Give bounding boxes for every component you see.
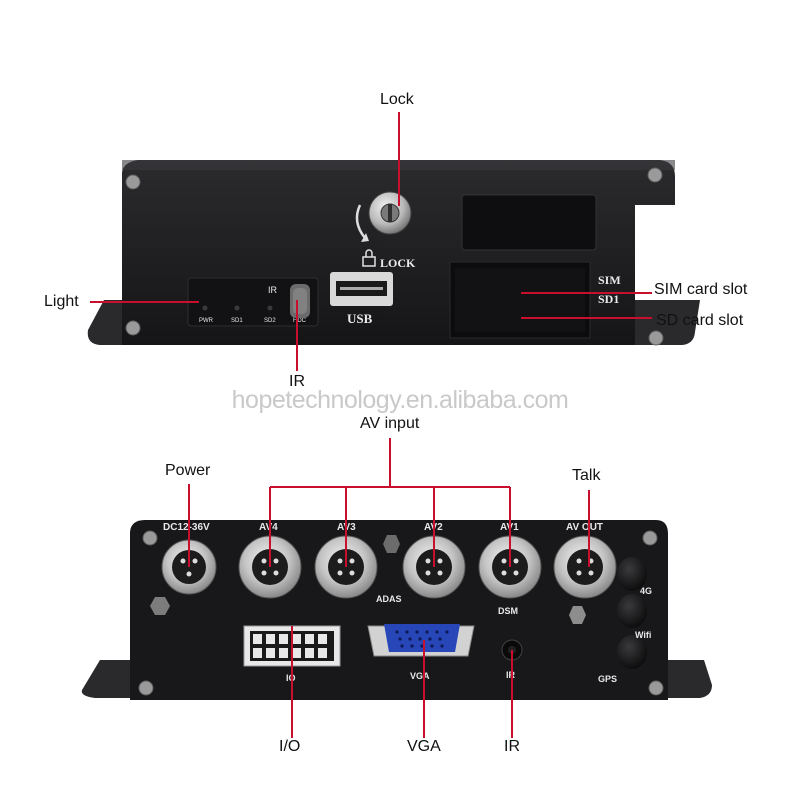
io-label: IO bbox=[286, 673, 296, 683]
callout-io: I/O bbox=[279, 738, 301, 755]
sim-label: SIM bbox=[598, 273, 621, 287]
av4-label: AV4 bbox=[259, 522, 278, 533]
sd1-led-label: SD1 bbox=[231, 318, 243, 324]
callout-ir-rear: IR bbox=[504, 738, 520, 755]
4g-label: 4G bbox=[640, 586, 652, 596]
wifi-label: Wifi bbox=[635, 630, 651, 640]
dsm-label: DSM bbox=[498, 606, 518, 616]
callout-av-input: AV input bbox=[360, 415, 420, 432]
callout-lock: Lock bbox=[380, 91, 414, 108]
usb-label: USB bbox=[347, 311, 373, 326]
vga-label: VGA bbox=[410, 671, 430, 681]
callout-ir-front: IR bbox=[289, 373, 305, 390]
rotate-arrow-icon bbox=[355, 204, 366, 239]
ir-jack-label: IR bbox=[506, 670, 516, 680]
io-pins bbox=[253, 634, 327, 658]
antenna-port bbox=[617, 557, 647, 669]
status-led bbox=[202, 305, 273, 311]
callout-sd-card-slot: SD card slot bbox=[656, 312, 744, 329]
sd1-slot-label: SD1 bbox=[598, 292, 619, 306]
callout-light: Light bbox=[44, 293, 79, 310]
callout-sim-card-slot: SIM card slot bbox=[654, 281, 748, 298]
lock-label: LOCK bbox=[380, 256, 416, 270]
screw bbox=[138, 530, 664, 696]
hdd-led-label: HDC bbox=[293, 318, 307, 324]
screw bbox=[125, 167, 664, 346]
padlock-icon bbox=[362, 249, 376, 267]
ir-label: IR bbox=[268, 285, 278, 295]
sd2-led-label: SD2 bbox=[264, 318, 276, 324]
callout-vga: VGA bbox=[407, 738, 441, 755]
callout-power: Power bbox=[165, 462, 211, 479]
hex-nut bbox=[569, 606, 586, 624]
callout-lines bbox=[90, 112, 652, 371]
vga-pins bbox=[395, 630, 449, 648]
gps-label: GPS bbox=[598, 674, 617, 684]
upper-slot-window bbox=[461, 194, 597, 251]
hex-nut bbox=[150, 597, 170, 615]
av-out-connector bbox=[553, 535, 617, 599]
front-panel-device: LOCK IR PWR SD1 SD2 HDC USB SIM SD1 bbox=[87, 112, 700, 371]
vga-connector bbox=[384, 624, 460, 652]
rear-panel-device: DC12-36V AV4 AV3 AV2 AV1 AV OUT bbox=[81, 438, 712, 738]
dc-label: DC12-36V bbox=[163, 522, 210, 533]
av-out-label: AV OUT bbox=[566, 522, 603, 533]
adas-label: ADAS bbox=[376, 594, 402, 604]
callout-talk: Talk bbox=[572, 467, 601, 484]
watermark: hopetechnology.en.alibaba.com bbox=[231, 386, 569, 414]
hex-nut bbox=[383, 535, 400, 553]
pwr-label: PWR bbox=[199, 318, 214, 324]
callout-lines bbox=[188, 438, 590, 738]
